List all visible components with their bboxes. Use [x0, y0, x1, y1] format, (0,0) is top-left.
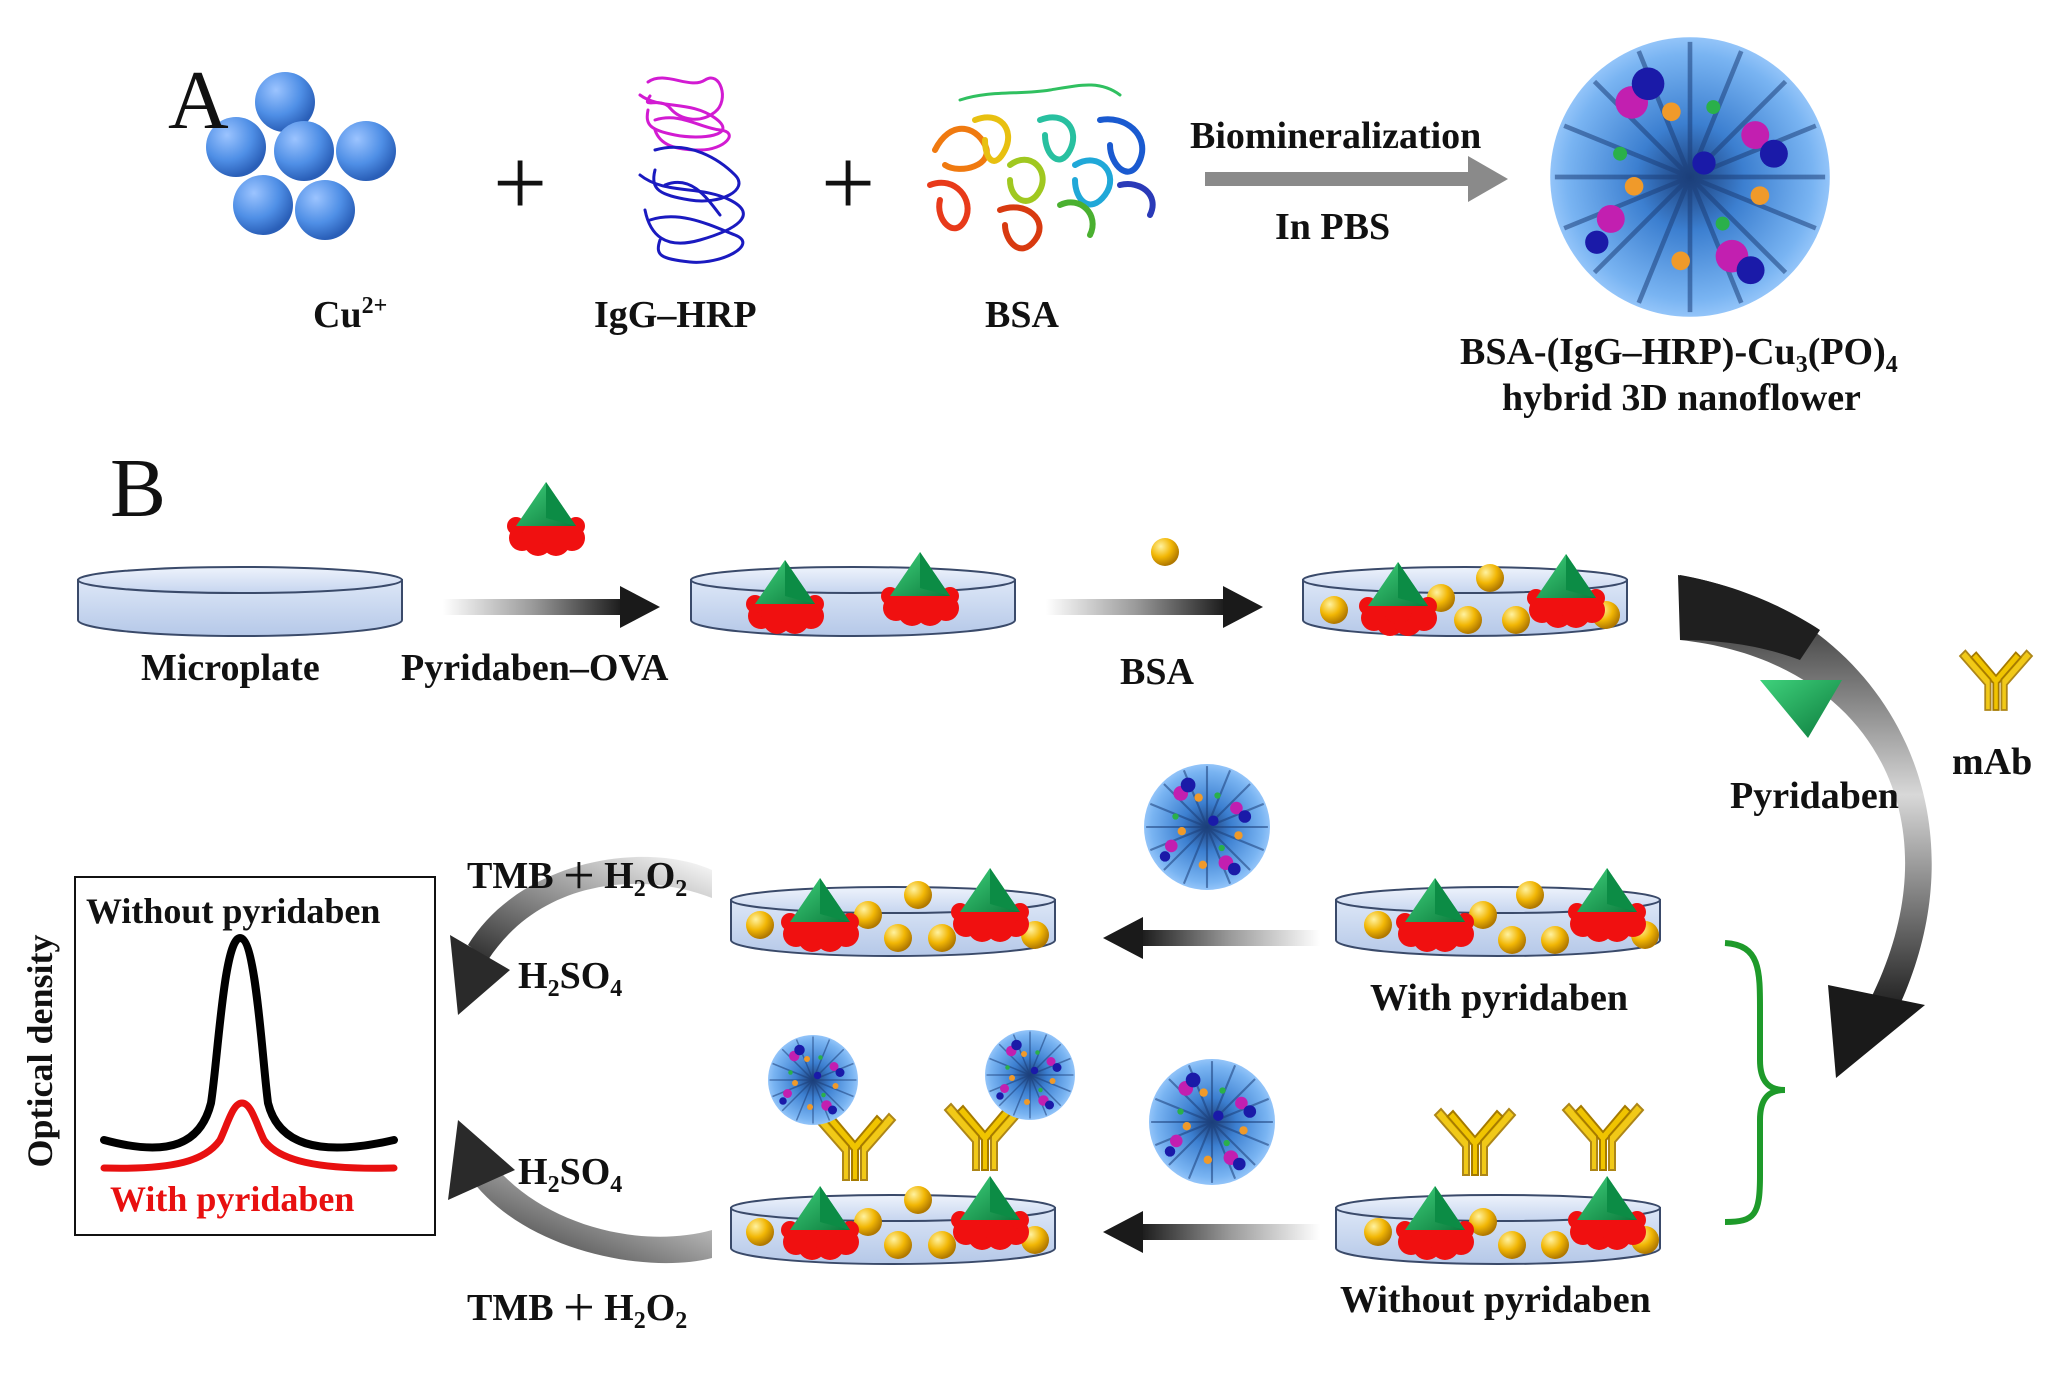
- pyridaben-label: Pyridaben: [1730, 775, 1899, 817]
- in-pbs-label: In PBS: [1275, 206, 1391, 248]
- h2so4-bottom: H2SO4: [518, 1151, 623, 1198]
- inset-ylabel: Optical density: [20, 934, 60, 1168]
- arrow-row2: [1103, 917, 1320, 959]
- arrow-step2: [1046, 586, 1263, 628]
- panel-b-letter: B: [110, 442, 167, 535]
- nanoflower-product: [1550, 37, 1830, 317]
- igg-hrp-label: IgG–HRP: [594, 294, 757, 336]
- pyridaben-triangle-icon: [1760, 680, 1842, 738]
- microplate-empty: [77, 566, 403, 637]
- without-pyridaben-label: Without pyridaben: [1340, 1279, 1651, 1321]
- bsa-protein: [927, 83, 1156, 252]
- with-pyridaben-curve: [100, 1099, 398, 1172]
- bsa-label: BSA: [985, 294, 1059, 336]
- plate-with-pyridaben: [1335, 868, 1661, 957]
- cu-label: Cu2+: [313, 293, 388, 336]
- plate-blocked: [1302, 554, 1628, 637]
- microplate-label: Microplate: [141, 647, 320, 689]
- big-curved-arrow: [1678, 575, 1932, 1078]
- plate-coated: [690, 552, 1016, 637]
- igg-hrp-protein: [638, 76, 745, 264]
- plate-without-pyridaben: [1335, 1103, 1661, 1265]
- inset-top-label: Without pyridaben: [86, 891, 381, 931]
- mab-icon: [1959, 649, 2033, 711]
- biomineralization-arrow: [1205, 156, 1508, 202]
- mab-label: mAb: [1952, 741, 2033, 783]
- nanoflower-desc: hybrid 3D nanoflower: [1502, 377, 1861, 419]
- nanoflower-name: BSA-(IgG–HRP)-Cu3(PO)4: [1460, 331, 1898, 378]
- arrow-step1: [443, 586, 660, 628]
- inset-bottom-label: With pyridaben: [110, 1179, 355, 1219]
- od-inset-chart: Without pyridaben With pyridaben: [74, 876, 436, 1236]
- panel-a-letter: A: [168, 54, 229, 147]
- nanoflower-row2: [1142, 762, 1272, 892]
- bsa-ball-icon: [1151, 538, 1179, 566]
- without-pyridaben-curve: [100, 933, 398, 1152]
- nanoflower-row3: [1147, 1057, 1277, 1187]
- curved-arrow-row3: [448, 1120, 712, 1264]
- bsa-step-label: BSA: [1120, 651, 1194, 693]
- curved-arrow-row2: [450, 856, 712, 1015]
- pyridaben-ova-icon: [507, 482, 585, 556]
- h2so4-top: H2SO4: [518, 955, 623, 1002]
- arrow-row3: [1103, 1211, 1320, 1253]
- plate-row2-result: [730, 868, 1056, 957]
- tmb-h2o2-bottom: TMB + H2O2: [467, 1277, 688, 1339]
- biomineralization-label: Biomineralization: [1190, 115, 1482, 157]
- green-brace: [1724, 940, 1786, 1225]
- pyridaben-ova-label: Pyridaben–OVA: [401, 647, 669, 689]
- plus-sign-2: +: [821, 129, 876, 236]
- tmb-h2o2-top: TMB + H2O2: [467, 845, 688, 907]
- od-curves: [100, 933, 398, 1172]
- with-pyridaben-label: With pyridaben: [1370, 977, 1628, 1019]
- cu-ions: [206, 72, 396, 240]
- plate-row3-result: [730, 1029, 1076, 1265]
- plus-sign-1: +: [493, 129, 548, 236]
